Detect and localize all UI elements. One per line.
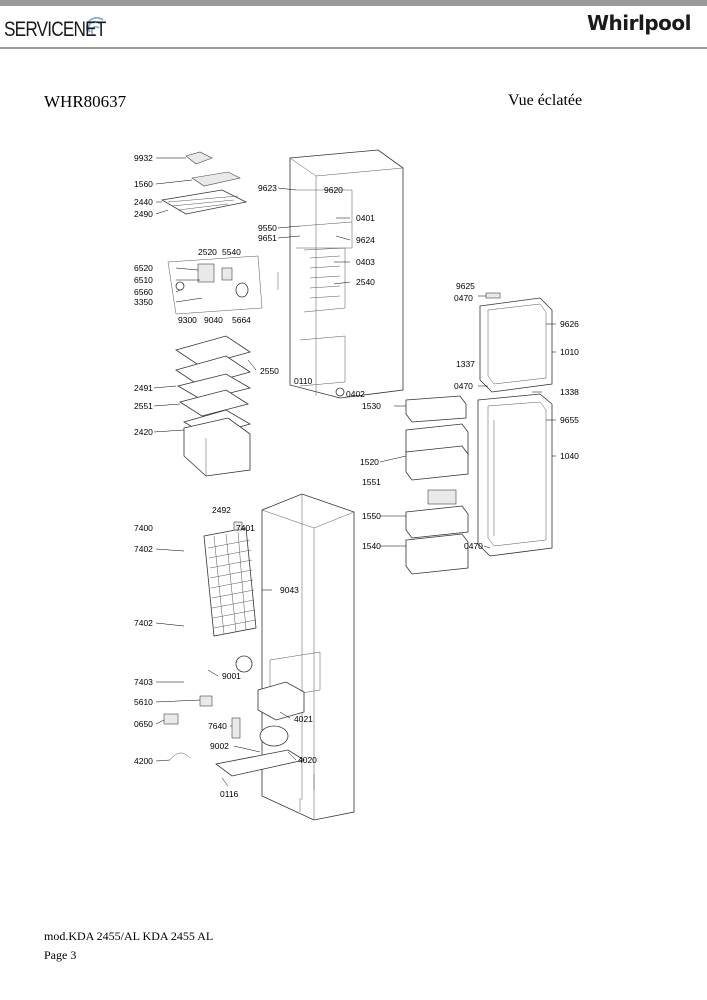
- label-1338: 1338: [560, 387, 579, 397]
- servicenet-logo: SERVICENET: [4, 18, 106, 41]
- label-0470-bottom: 0470: [464, 541, 483, 551]
- label-0470-top: 0470: [454, 293, 473, 303]
- lower-cabinet: [261, 493, 355, 821]
- header-divider: [0, 47, 707, 49]
- label-9043: 9043: [280, 585, 299, 595]
- label-7640: 7640: [208, 721, 227, 731]
- thermostat-assembly: [167, 255, 279, 315]
- label-1010: 1010: [560, 347, 579, 357]
- leader-lines: [153, 157, 556, 787]
- part-labels: 9932 1560 2440 2490 9623 9620 0401 9550 …: [134, 153, 579, 799]
- label-1337: 1337: [456, 359, 475, 369]
- label-2551: 2551: [134, 401, 153, 411]
- label-9626: 9626: [560, 319, 579, 329]
- label-5540: 5540: [222, 247, 241, 257]
- label-7402-bottom: 7402: [134, 618, 153, 628]
- label-4021: 4021: [294, 714, 313, 724]
- label-0110: 0110: [294, 376, 313, 386]
- label-2550: 2550: [260, 366, 279, 376]
- label-9550: 9550: [258, 223, 277, 233]
- label-2440: 2440: [134, 197, 153, 207]
- label-1540: 1540: [362, 541, 381, 551]
- view-title: Vue éclatée: [508, 92, 583, 109]
- label-5664: 5664: [232, 315, 251, 325]
- freezer-shelves: [160, 151, 248, 215]
- servicenet-wifi-icon: [85, 17, 104, 35]
- whirlpool-logo: Whirlpool: [586, 11, 692, 35]
- label-1040: 1040: [560, 451, 579, 461]
- label-2490: 2490: [134, 209, 153, 219]
- label-1551: 1551: [362, 477, 381, 487]
- label-2491: 2491: [134, 383, 153, 393]
- label-3350: 3350: [134, 297, 153, 307]
- label-0401: 0401: [356, 213, 375, 223]
- label-0470-mid: 0470: [454, 381, 473, 391]
- model-number: WHR80637: [44, 92, 127, 111]
- label-2540: 2540: [356, 277, 375, 287]
- label-1560: 1560: [134, 179, 153, 189]
- condenser-coil: [203, 521, 257, 673]
- label-9040: 9040: [204, 315, 223, 325]
- label-6520: 6520: [134, 263, 153, 273]
- footer-model-line: mod.KDA 2455/AL KDA 2455 AL: [44, 929, 214, 943]
- label-7401: 7401: [236, 523, 255, 533]
- label-1550: 1550: [362, 511, 381, 521]
- label-9620: 9620: [324, 185, 343, 195]
- label-2520: 2520: [198, 247, 217, 257]
- label-4020: 4020: [298, 755, 317, 765]
- label-9002: 9002: [210, 741, 229, 751]
- header-top-bar: [0, 0, 707, 6]
- label-7402-top: 7402: [134, 544, 153, 554]
- label-2420: 2420: [134, 427, 153, 437]
- label-7403: 7403: [134, 677, 153, 687]
- label-9932: 9932: [134, 153, 153, 163]
- label-9623: 9623: [258, 183, 277, 193]
- label-0402: 0402: [346, 389, 365, 399]
- upper-cabinet: [289, 149, 404, 399]
- label-7400: 7400: [134, 523, 153, 533]
- label-9624: 9624: [356, 235, 375, 245]
- label-4200: 4200: [134, 756, 153, 766]
- label-2492: 2492: [212, 505, 231, 515]
- label-0116: 0116: [220, 789, 239, 799]
- label-1520: 1520: [360, 457, 379, 467]
- label-9625: 9625: [456, 281, 475, 291]
- label-5610: 5610: [134, 697, 153, 707]
- upper-door: [479, 292, 553, 393]
- label-9300: 9300: [178, 315, 197, 325]
- label-6560: 6560: [134, 287, 153, 297]
- lower-door: [477, 393, 553, 557]
- glass-shelves: [175, 335, 252, 477]
- label-0403: 0403: [356, 257, 375, 267]
- label-9001: 9001: [222, 671, 241, 681]
- label-9655: 9655: [560, 415, 579, 425]
- door-bins: [405, 395, 469, 575]
- compressor-assembly: [163, 681, 315, 812]
- label-1530: 1530: [362, 401, 381, 411]
- label-6510: 6510: [134, 275, 153, 285]
- label-9651: 9651: [258, 233, 277, 243]
- label-0650: 0650: [134, 719, 153, 729]
- footer-page-number: Page 3: [44, 948, 77, 962]
